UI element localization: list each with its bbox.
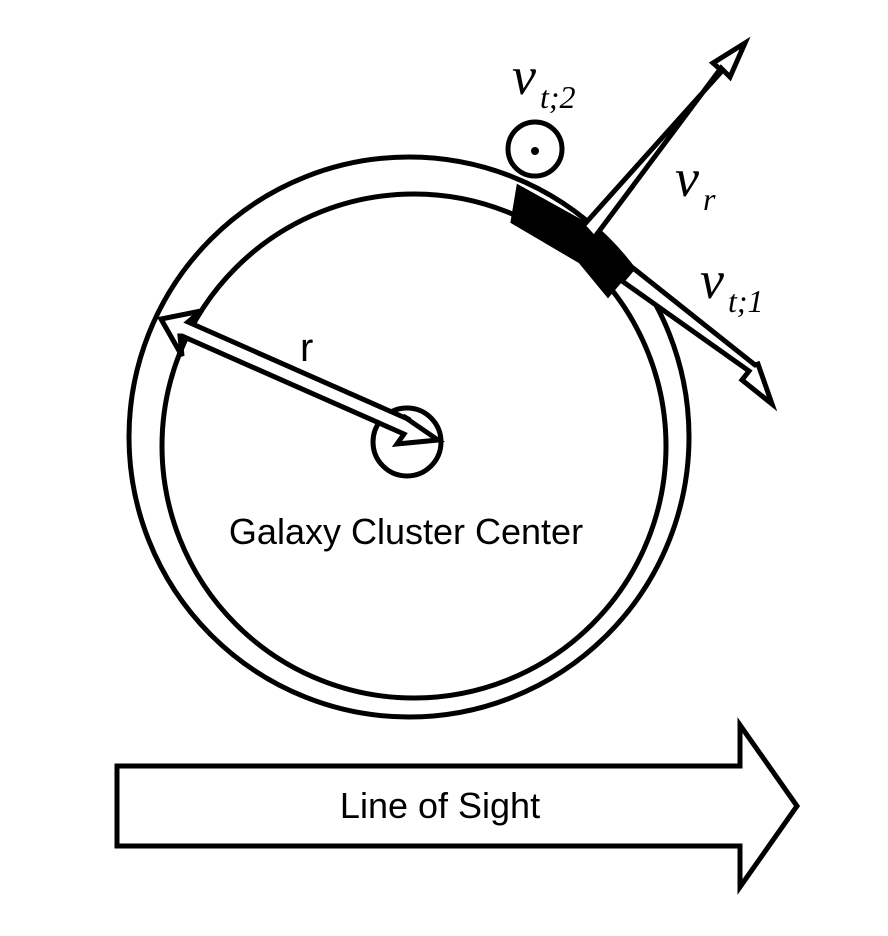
v-t1-subscript: t;1: [728, 283, 764, 319]
v-t2-subscript: t;2: [540, 79, 576, 115]
radius-label: r: [300, 326, 313, 370]
radial-velocity-arrow: [579, 36, 751, 242]
v-t1-label: v t;1: [700, 250, 764, 319]
v-t1-base: v: [700, 250, 724, 310]
v-t2-label: v t;2: [512, 46, 576, 115]
line-of-sight-label: Line of Sight: [340, 785, 540, 826]
out-of-page-dot: [531, 147, 539, 155]
line-of-sight-arrow: [114, 717, 801, 895]
v-t2-base: v: [512, 46, 536, 106]
radius-arrow: [157, 308, 446, 448]
v-r-label: v r: [675, 148, 716, 217]
center-label: Galaxy Cluster Center: [229, 511, 583, 552]
v-r-base: v: [675, 148, 699, 208]
tangential-velocity-1-arrow: [618, 264, 778, 412]
v-r-subscript: r: [703, 181, 716, 217]
